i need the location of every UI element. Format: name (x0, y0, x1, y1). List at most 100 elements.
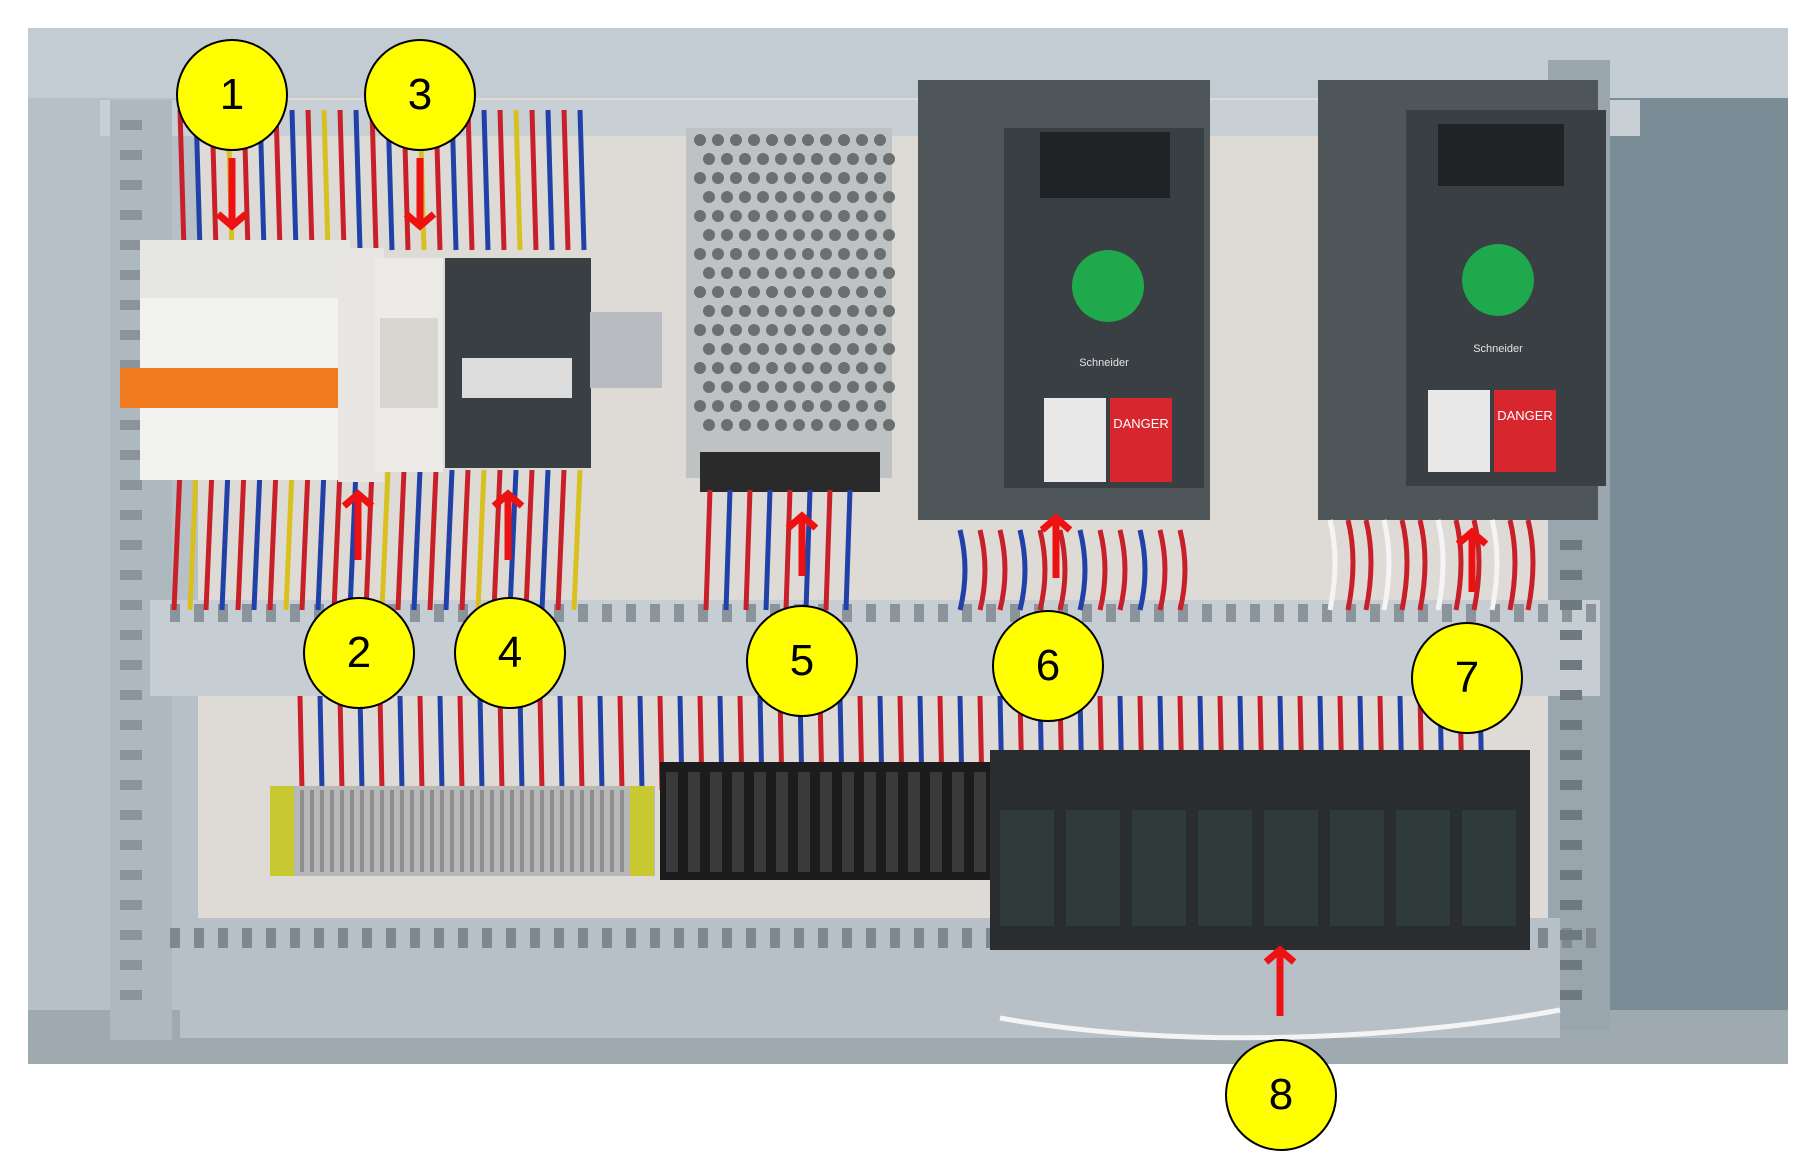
mesh-hole (721, 419, 733, 431)
duct-slot (1560, 690, 1582, 700)
mesh-hole (820, 210, 832, 222)
wire (317, 695, 325, 791)
duct-slot (698, 928, 708, 948)
mesh-hole (793, 419, 805, 431)
mesh-hole (784, 172, 796, 184)
wire (1381, 519, 1392, 611)
terminal-ridge (550, 790, 554, 872)
terminal-ridge (798, 772, 810, 872)
duct-slot (626, 604, 636, 622)
terminal-ridge (460, 790, 464, 872)
mesh-hole (856, 134, 868, 146)
callout-5: 5 (746, 605, 858, 717)
terminal-ridge (590, 790, 594, 872)
mesh-hole (838, 210, 850, 222)
mesh-hole (865, 305, 877, 317)
duct-slot (1560, 840, 1582, 850)
mesh-hole (829, 229, 841, 241)
terminal-ridge (300, 790, 304, 872)
mesh-hole (712, 286, 724, 298)
wire (1117, 529, 1128, 611)
terminal-ridge (370, 790, 374, 872)
mesh-hole (865, 419, 877, 431)
mesh-hole (694, 210, 706, 222)
mesh-hole (748, 324, 760, 336)
terminal-ridge (440, 790, 444, 872)
mesh-hole (694, 362, 706, 374)
duct-slot (890, 604, 900, 622)
wire (823, 489, 833, 611)
relay (1000, 810, 1054, 926)
mesh-hole (856, 210, 868, 222)
terminal-ridges (300, 772, 986, 872)
mesh-hole (793, 305, 805, 317)
duct-slot (120, 840, 142, 850)
mesh-hole (829, 419, 841, 431)
mesh-hole (721, 305, 733, 317)
duct-slot (698, 604, 708, 622)
mesh-hole (802, 248, 814, 260)
wire (977, 529, 988, 611)
mesh-hole (757, 191, 769, 203)
terminal-ridge (930, 772, 942, 872)
mesh-hole (757, 381, 769, 393)
mesh-hole (820, 286, 832, 298)
wire (507, 469, 519, 611)
mesh-hole (739, 305, 751, 317)
terminal-ridge (732, 772, 744, 872)
wire (1157, 529, 1168, 611)
duct-slot (120, 240, 142, 250)
terminal-ridge (610, 790, 614, 872)
wire (273, 109, 283, 251)
mesh-hole (838, 362, 850, 374)
wire (171, 469, 183, 611)
mesh-hole (838, 172, 850, 184)
duct-slot (866, 604, 876, 622)
duct-slot (578, 604, 588, 622)
mesh-hole (874, 134, 886, 146)
wire (379, 469, 391, 611)
mesh-hole (847, 267, 859, 279)
arrow-head (1455, 527, 1489, 547)
mesh-hole (811, 381, 823, 393)
mesh-hole (748, 134, 760, 146)
mesh-hole (847, 229, 859, 241)
mesh-hole (820, 248, 832, 260)
arrow-head (491, 489, 525, 509)
callout-7-label: 7 (1454, 653, 1480, 702)
vfd-2-run-button (1462, 244, 1534, 316)
terminal-ridge (952, 772, 964, 872)
duct-slot (962, 928, 972, 948)
mesh-hole (811, 153, 823, 165)
duct-slot (338, 928, 348, 948)
duct-slot (1130, 604, 1140, 622)
callout-3: 3 (364, 39, 476, 151)
mesh-hole (730, 134, 742, 146)
terminal-ridge (510, 790, 514, 872)
callout-5-label: 5 (789, 636, 815, 685)
relay (1132, 810, 1186, 926)
duct-slot (242, 604, 252, 622)
mesh-hole (883, 229, 895, 241)
duct-slot (890, 928, 900, 948)
bottom-cables (999, 1007, 1561, 1041)
mesh-hole (847, 343, 859, 355)
duct-slot (986, 604, 996, 622)
terminal-ridge (390, 790, 394, 872)
mesh-hole (883, 267, 895, 279)
mesh-hole (775, 267, 787, 279)
duct-slot (1178, 604, 1188, 622)
duct-slot (1370, 604, 1380, 622)
duct-slot (266, 604, 276, 622)
terminal-green-yellow-left (270, 786, 294, 876)
mesh-hole (802, 400, 814, 412)
terminal-ridge (420, 790, 424, 872)
mesh-hole (748, 172, 760, 184)
duct-slot (120, 810, 142, 820)
wire (443, 469, 455, 611)
mesh-hole (865, 229, 877, 241)
wire (459, 469, 471, 611)
mesh-hole (874, 400, 886, 412)
callout-2-label: 2 (346, 628, 372, 677)
wire (957, 529, 968, 611)
